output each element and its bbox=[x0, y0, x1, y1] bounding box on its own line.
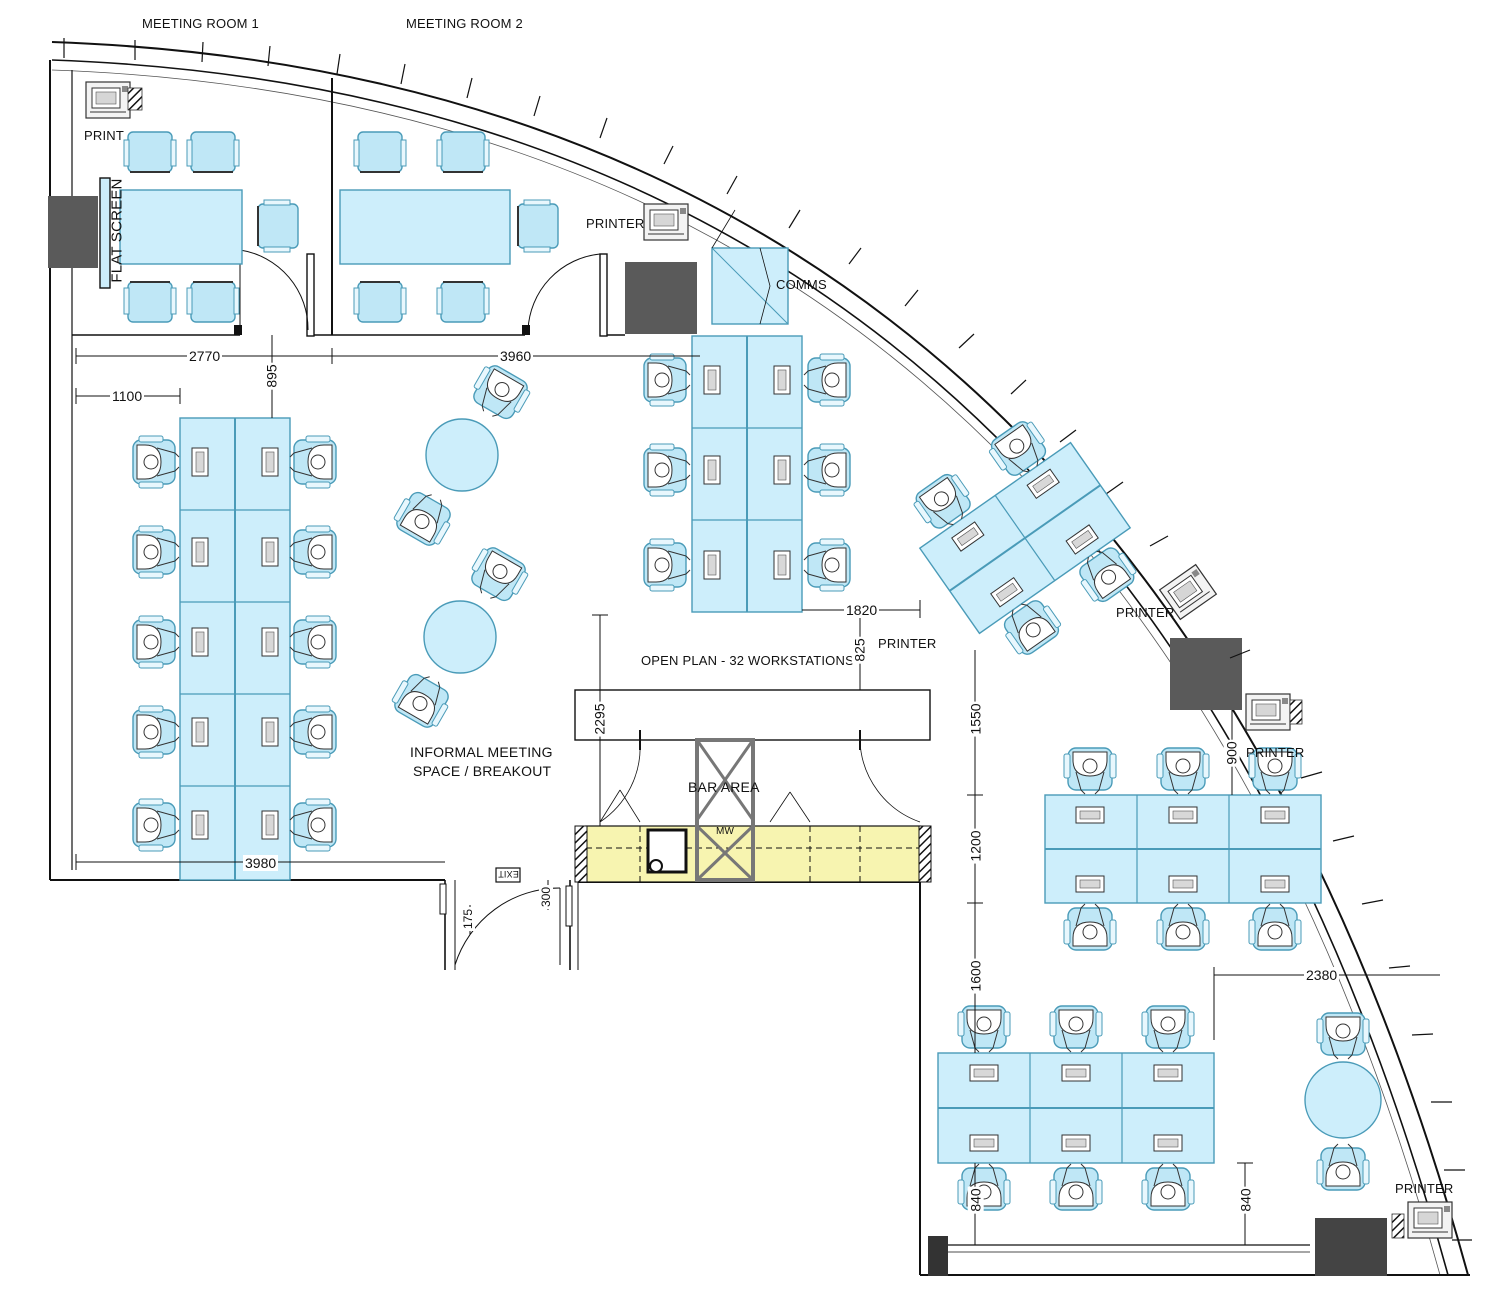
comms-label: COMMS bbox=[776, 277, 827, 292]
dim-2295: 2295 bbox=[591, 701, 608, 737]
dim-2380: 2380 bbox=[1304, 967, 1340, 983]
dim-825: 825 bbox=[851, 636, 868, 664]
bar-area bbox=[574, 689, 932, 883]
dim-3980: 3980 bbox=[243, 855, 279, 871]
dim-300: 300 bbox=[539, 884, 554, 910]
meeting-room-2-label: MEETING ROOM 2 bbox=[406, 16, 523, 31]
printer-label-2: PRINTER bbox=[586, 216, 645, 231]
dim-1200: 1200 bbox=[967, 828, 984, 864]
printer-icons bbox=[85, 81, 1453, 1239]
workstation-bank-left bbox=[132, 417, 337, 881]
printer-label-3: PRINTER bbox=[1116, 605, 1175, 620]
bar-area-label: BAR AREA bbox=[688, 779, 760, 795]
dim-3960: 3960 bbox=[498, 348, 534, 364]
meeting-rooms bbox=[72, 78, 625, 337]
informal-meeting-label-1: INFORMAL MEETING bbox=[410, 744, 553, 760]
exit-door bbox=[439, 867, 573, 966]
dim-175: 175 bbox=[461, 906, 476, 932]
dim-895: 895 bbox=[263, 362, 280, 390]
workstation-bank-right-lower bbox=[937, 1005, 1215, 1211]
workstation-cluster-angled bbox=[909, 415, 1141, 661]
informal-meeting-label-2: SPACE / BREAKOUT bbox=[413, 763, 552, 779]
round-table-right bbox=[1304, 1012, 1382, 1191]
printer-label-4: PRINTER bbox=[878, 636, 937, 651]
comms-cabinet bbox=[711, 209, 789, 325]
dim-840-right: 840 bbox=[1237, 1186, 1254, 1214]
exit-label: EXIT bbox=[498, 869, 519, 879]
building-shell bbox=[48, 38, 1472, 1276]
printer-label-5: PRINTER bbox=[1246, 745, 1305, 760]
workstation-bank-right-upper bbox=[1044, 747, 1322, 951]
dim-1820: 1820 bbox=[844, 602, 880, 618]
flat-screen-label: FLAT SCREEN bbox=[108, 178, 126, 283]
breakout-tables bbox=[387, 360, 535, 733]
printer-label-1: PRINT bbox=[84, 128, 124, 143]
dim-2770: 2770 bbox=[187, 348, 223, 364]
dim-1600: 1600 bbox=[967, 958, 984, 994]
printer-label-6: PRINTER bbox=[1395, 1181, 1454, 1196]
dim-1550: 1550 bbox=[967, 701, 984, 737]
workstation-bank-centre bbox=[643, 335, 851, 613]
dim-1100: 1100 bbox=[110, 388, 145, 404]
dim-900: 900 bbox=[1223, 739, 1240, 767]
mw-label: MW bbox=[716, 826, 735, 837]
dim-840-left: 840 bbox=[967, 1186, 984, 1214]
open-plan-label: OPEN PLAN - 32 WORKSTATIONS bbox=[641, 653, 854, 668]
meeting-room-1-label: MEETING ROOM 1 bbox=[142, 16, 259, 31]
